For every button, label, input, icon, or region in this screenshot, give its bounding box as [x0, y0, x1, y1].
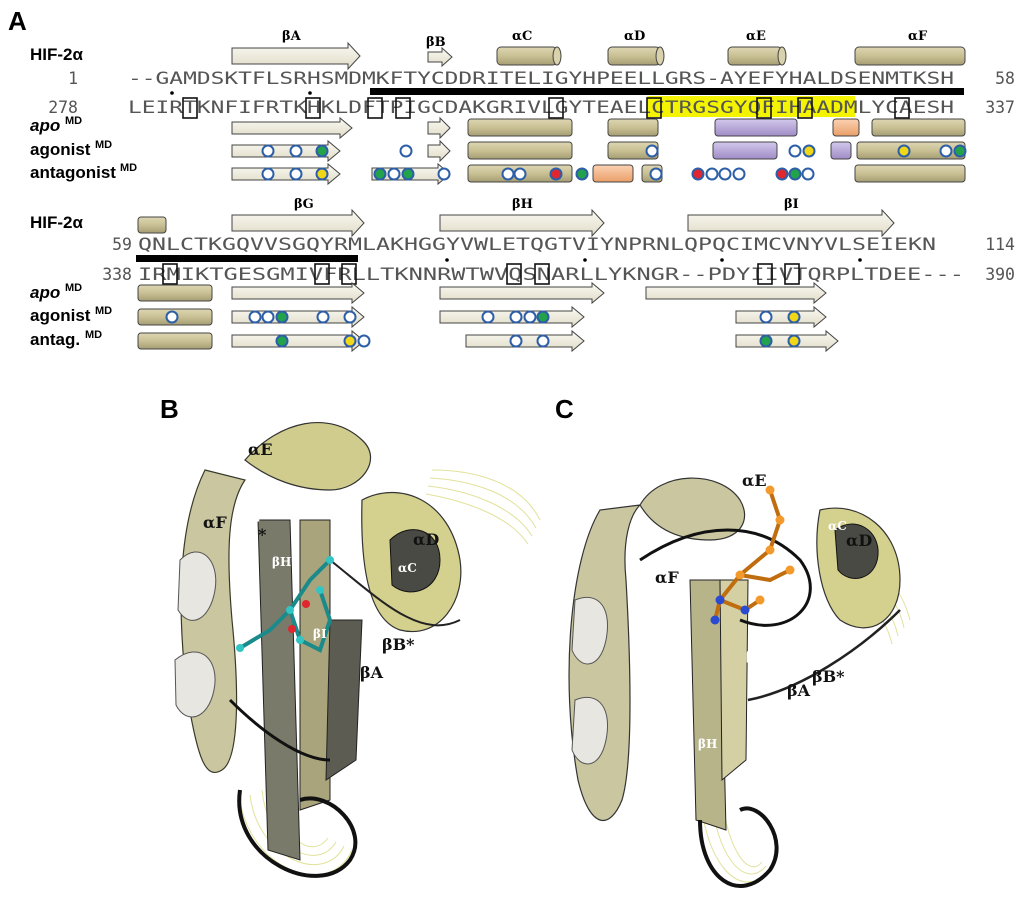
svg-text:antag.: antag. — [30, 330, 80, 349]
label-b-bB: βB* — [382, 635, 415, 654]
label-b-aD: αD — [413, 530, 439, 549]
svg-text:MD: MD — [120, 162, 137, 174]
svg-text:apo: apo — [30, 116, 60, 135]
sequence-highlight — [647, 96, 855, 117]
ss-label-aC: αC — [512, 29, 532, 44]
ss-label-bH: βH — [512, 197, 533, 212]
structure-b: αE αF βG * βH αD αC βI βB* βA — [174, 421, 541, 878]
label-c-bI: βI — [746, 649, 760, 663]
label-c-bB: βB* — [812, 667, 845, 686]
protein-label-bottom: HIF-2α — [30, 213, 84, 232]
label-c-bG: βG — [672, 707, 690, 721]
label-c-aC: αC — [828, 519, 847, 533]
contact-dots-top — [261, 144, 967, 181]
residue-boxes-bottom — [162, 263, 800, 285]
ss-label-bB: βB — [426, 35, 446, 50]
row-label-apo-top: apo MD — [30, 115, 82, 135]
label-c-aE: αE — [742, 471, 767, 490]
cartoon-row-agonist-top — [231, 139, 966, 163]
sequence-bar-top — [370, 88, 964, 95]
label-b-star: * — [258, 525, 267, 544]
contact-dots-bottom — [165, 310, 801, 348]
cartoon-row-apo-bottom — [137, 281, 827, 305]
svg-text:MD: MD — [85, 329, 102, 341]
cartoon-row-antag-bottom — [137, 329, 839, 353]
svg-text:apo: apo — [30, 283, 60, 302]
label-b-bI: βI — [313, 627, 327, 641]
label-b-aC: αC — [398, 561, 417, 575]
label-c-aD: αD — [846, 531, 872, 550]
ss-label-bA: βA — [282, 29, 302, 44]
svg-text:MD: MD — [95, 305, 112, 317]
row-label-antag-bottom: antag. MD — [30, 329, 102, 349]
svg-text:278: 278 — [48, 98, 78, 117]
sequence-row-bottom-1: 59 QNLCTKGQVVSGQYRMLAKHGGYVWLETQGTVIYNPR… — [112, 235, 1015, 254]
sequence-text: --GAMDSKTFLSRHSMDMKFTYCDDRITELIGYHPEELLG… — [128, 69, 954, 88]
sequence-row-top-1: 1 --GAMDSKTFLSRHSMDMKFTYCDDRITELIGYHPEEL… — [68, 69, 1015, 88]
label-b-aE: αE — [248, 440, 273, 459]
svg-text:114: 114 — [985, 235, 1015, 254]
ss-label-bG: βG — [294, 197, 314, 212]
row-label-agonist-bottom: agonist MD — [30, 305, 112, 325]
svg-text:antagonist: antagonist — [30, 163, 116, 182]
panel-label-b: B — [160, 394, 179, 424]
svg-text:MD: MD — [65, 115, 82, 127]
label-b-bG: βG — [242, 511, 260, 525]
row-label-antagonist-top: antagonist MD — [30, 162, 137, 182]
sequence-row-bottom-2: 338 IRMIKTGESGMIVFRLLTKNNRWTWVQSNARLLYKN… — [102, 265, 1015, 284]
sequence-bar-bottom — [136, 255, 358, 262]
sequence-tick-dots-bottom — [170, 258, 862, 262]
svg-text:agonist: agonist — [30, 306, 91, 325]
sequence-text: QNLCTKGQVVSGQYRMLAKHGGYVWLETQGTVIYNPRNLQ… — [138, 235, 936, 254]
svg-text:58: 58 — [995, 69, 1015, 88]
protein-label-top: HIF-2α — [30, 45, 84, 64]
svg-text:390: 390 — [985, 265, 1015, 284]
svg-text:338: 338 — [102, 265, 132, 284]
sequence-text: IRMIKTGESGMIVFRLLTKNNRWTWVQSNARLLYKNGR--… — [138, 265, 964, 284]
ss-label-bI: βI — [784, 197, 799, 212]
ensemble-haze — [239, 469, 541, 876]
panel-label-a: A — [8, 6, 27, 36]
svg-text:337: 337 — [985, 98, 1015, 117]
label-b-bH: βH — [272, 555, 291, 569]
svg-text:MD: MD — [95, 139, 112, 151]
sequence-text: LEIRTKNFIFRTKHKLDFTPIGCDAKGRIVLGYTEAELCT… — [128, 98, 954, 117]
row-label-agonist-top: agonist MD — [30, 139, 112, 159]
residue-boxes-top — [182, 97, 910, 119]
panel-label-c: C — [555, 394, 574, 424]
ss-label-aD: αD — [624, 29, 645, 44]
ss-header-top: βA βB αC αD αE αF — [231, 29, 966, 71]
svg-text:MD: MD — [65, 282, 82, 294]
svg-text:1: 1 — [68, 69, 78, 88]
row-label-apo-bottom: apo MD — [30, 282, 82, 302]
ss-label-aE: αE — [746, 29, 766, 44]
label-b-aF: αF — [203, 513, 227, 532]
label-c-bA: βA — [787, 681, 811, 700]
label-b-bA: βA — [360, 663, 384, 682]
sequence-row-top-2: 278 LEIRTKNFIFRTKHKLDFTPIGCDAKGRIVLGYTEA… — [48, 98, 1015, 117]
svg-text:agonist: agonist — [30, 140, 91, 159]
label-c-aF: αF — [655, 568, 679, 587]
sequence-tick-dots-top — [170, 91, 862, 95]
ss-label-aF: αF — [908, 29, 928, 44]
cartoon-row-antagonist-top — [231, 162, 966, 186]
label-c-bH: βH — [698, 737, 717, 751]
ss-header-bottom: βG βH βI — [137, 197, 895, 238]
structure-c: αE αC αD αF βI βB* βA βG βH — [568, 471, 911, 888]
cartoon-row-apo-top — [231, 116, 966, 140]
svg-text:59: 59 — [112, 235, 132, 254]
